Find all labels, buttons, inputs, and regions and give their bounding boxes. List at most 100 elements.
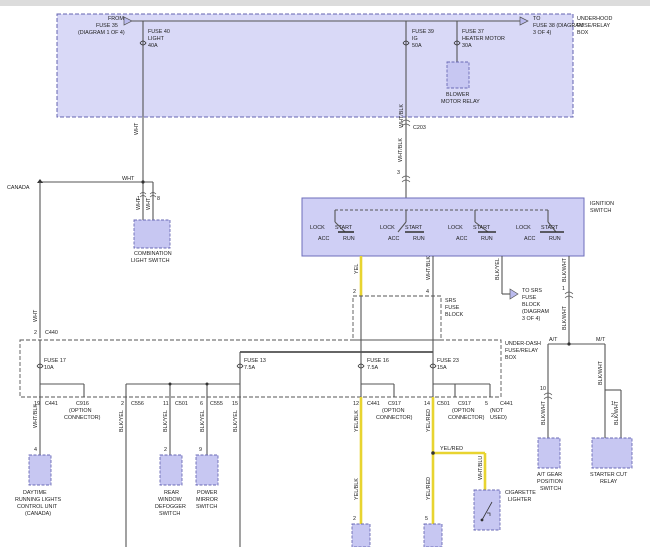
yel-red-label-1: YEL/RED: [426, 409, 432, 432]
bottom-component-1: [351, 523, 371, 548]
fuse17-icon: [36, 363, 44, 369]
lock-label-1: LOCK: [310, 225, 325, 231]
fuse37-icon: [453, 40, 461, 46]
starter-cut-relay: [591, 437, 633, 469]
pin-2-a: 2: [353, 289, 356, 295]
combination-label-2: LIGHT SWITCH: [131, 258, 170, 264]
blk-yel-label-2: BLK/YEL: [119, 410, 125, 432]
c203-label: C203: [413, 125, 426, 131]
under-dash-label-3: BOX: [505, 355, 517, 361]
c441-label-3: C441: [500, 401, 513, 407]
mirror-label-1: POWER: [197, 490, 217, 496]
fuse40-icon: [139, 40, 147, 46]
pin-9: 9: [199, 447, 202, 453]
mirror-label-3: SWITCH: [196, 504, 217, 510]
pin-5: 5: [485, 401, 488, 407]
pin-15: 15: [232, 401, 238, 407]
underhood-label-2: FUSE/RELAY: [577, 23, 611, 29]
starter-label-2: RELAY: [600, 479, 618, 485]
drl-label-1: DAYTIME: [23, 490, 47, 496]
blk-yel-label-1: BLK/YEL: [495, 258, 501, 280]
blk-wht-label-1: BLK/WHT: [562, 257, 568, 282]
run-label-1: RUN: [343, 236, 355, 242]
srs-label-2: FUSE: [445, 305, 460, 311]
c556-label: C556: [131, 401, 144, 407]
defogger-label-1: REAR: [164, 490, 179, 496]
to-srs-label-1: TO SRS: [522, 288, 542, 294]
blk-wht-label-5: BLK/WHT: [614, 400, 620, 425]
c440-label: C440: [45, 330, 58, 336]
to-label-2: FUSE 38 (DIAGRAM: [533, 23, 584, 29]
ignition-label-1: IGNITION: [590, 201, 614, 207]
c555-label: C555: [210, 401, 223, 407]
fuse40-label: FUSE 40: [148, 29, 170, 35]
underhood-label-1: UNDERHOOD: [577, 16, 612, 22]
option-label-1a: (OPTION: [69, 408, 92, 414]
cigarette-label-2: LIGHTER: [508, 497, 531, 503]
pin-3: 3: [397, 170, 400, 176]
pin-14: 14: [424, 401, 430, 407]
not-used-label-1: (NOT: [490, 408, 504, 414]
acc-label-3: ACC: [456, 236, 467, 242]
c441-label-2: C441: [367, 401, 380, 407]
to-label-3: 3 OF 4): [533, 30, 551, 36]
underhood-fuse-relay-box: UNDERHOOD FUSE/RELAY BOX FROM FUSE 35 (D…: [56, 13, 612, 118]
combination-light-switch: [133, 219, 171, 249]
daytime-running-lights-unit: [28, 454, 52, 486]
under-dash-label-1: UNDER-DASH: [505, 341, 541, 347]
from-label-1: FROM: [108, 16, 124, 22]
fuse39-label: FUSE 39: [412, 29, 434, 35]
pin-5-b: 5: [425, 516, 428, 522]
ignition-label-2: SWITCH: [590, 208, 611, 214]
pin-2-c: 2: [34, 330, 37, 336]
c916-label: C916: [76, 401, 89, 407]
not-used-label-2: USED): [490, 415, 507, 421]
wht-label-4: WHT: [146, 197, 152, 210]
option-label-2b: CONNECTOR): [376, 415, 413, 421]
fuse39-rating: 50A: [412, 43, 422, 49]
option-label-2a: (OPTION: [382, 408, 405, 414]
yel-red-label-3: YEL/RED: [440, 446, 463, 452]
option-label-3b: CONNECTOR): [448, 415, 485, 421]
from-label-3: (DIAGRAM 1 OF 4): [78, 30, 125, 36]
defogger-label-4: SWITCH: [159, 511, 180, 517]
pin-2-d: 2: [121, 401, 124, 407]
cigarette-label-1: CIGARETTE: [505, 490, 536, 496]
fuse16-icon: [357, 363, 365, 369]
drl-label-4: (CANADA): [25, 511, 51, 517]
lock-label-4: LOCK: [516, 225, 531, 231]
fuse37-name: HEATER MOTOR: [462, 36, 505, 42]
pin-1-c: 1: [611, 401, 614, 407]
start-label-1: START: [335, 225, 353, 231]
wht-label-1: WHT: [134, 122, 140, 135]
wht-label-5: WHT: [33, 309, 39, 322]
mirror-label-2: MIRROR: [196, 497, 218, 503]
c441-label-1: C441: [45, 401, 58, 407]
blower-label-1: BLOWER: [446, 92, 469, 98]
to-srs-label-4: (DIAGRAM: [522, 309, 549, 315]
gear-label-1: A/T GEAR: [537, 472, 562, 478]
fuse16-label: FUSE 16: [367, 358, 389, 364]
at-gear-position-switch: [537, 437, 561, 469]
under-dash-fuse-relay-box: UNDER-DASH FUSE/RELAY BOX C440 2 FUSE 17…: [19, 330, 541, 398]
fuse23-rating: 15A: [437, 365, 447, 371]
pin-2-f: 2: [353, 516, 356, 522]
acc-label-4: ACC: [524, 236, 535, 242]
wht-label-2: WHT: [122, 176, 135, 182]
pin-4-b: 4: [34, 447, 37, 453]
wht-blu-label: WHT/BLU: [478, 456, 484, 480]
underhood-label-3: BOX: [577, 30, 589, 36]
srs-label-1: SRS: [445, 298, 456, 304]
blk-wht-label-3: BLK/WHT: [541, 400, 547, 425]
to-srs-label-2: FUSE: [522, 295, 537, 301]
to-srs-arrow-icon: [509, 288, 519, 300]
ignition-switch: IGNITION SWITCH LOCK START ACC RUN LOCK …: [301, 197, 614, 257]
fuse37-rating: 30A: [462, 43, 472, 49]
from-label-2: FUSE 35: [96, 23, 118, 29]
combination-label-1: COMBINATION: [134, 251, 172, 257]
fuse17-rating: 10A: [44, 365, 54, 371]
option-label-3a: (OPTION: [452, 408, 475, 414]
pin-8: 8: [157, 196, 160, 202]
